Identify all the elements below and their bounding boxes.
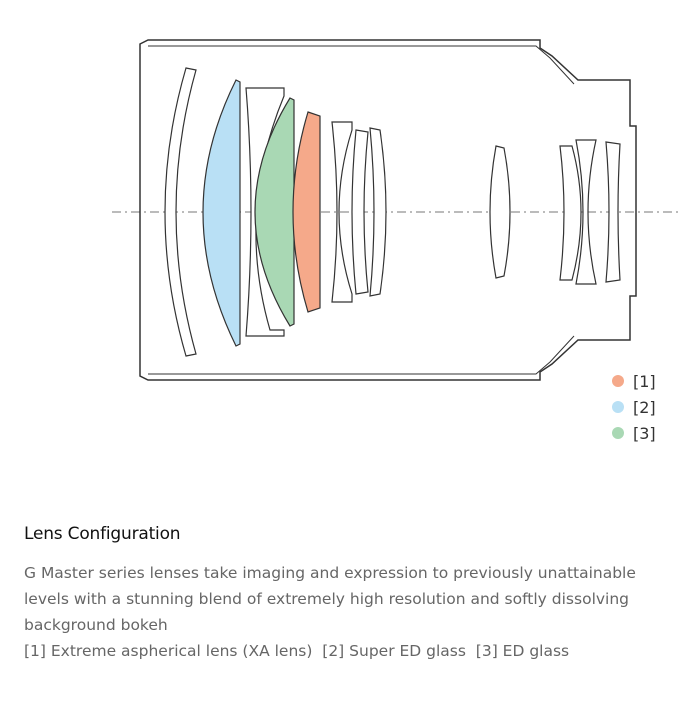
lens-element-rear-b [575,139,597,285]
lens-element-floating [489,145,511,279]
caption-section: Lens Configuration G Master series lense… [24,524,684,664]
lens-barrel-outline [139,39,637,381]
section-title: Lens Configuration [24,524,181,544]
diagram-legend: [1] [2] [3] [612,368,656,446]
legend-item-super-ed-glass: [2] [612,394,656,420]
lens-element-ed [254,97,295,327]
barrel-inner-line-bottom [148,335,575,375]
lens-element-front [164,67,197,357]
legend-swatch [612,427,624,439]
lens-element-super-ed [202,79,241,347]
lens-configuration-diagram [112,39,682,381]
lens-element-cluster-b [351,129,369,295]
lens-element-rear-c [605,141,621,283]
legend-item-ed-glass: [3] [612,420,656,446]
legend-description: [1] Extreme aspherical lens (XA lens) [2… [24,642,570,660]
legend-swatch [612,401,624,413]
lens-element-cluster-a [331,121,353,303]
legend-label: [2] [633,397,656,417]
section-description: G Master series lenses take imaging and … [24,564,636,634]
legend-swatch [612,375,624,387]
barrel-inner-line-top [148,45,575,85]
legend-label: [1] [633,371,656,391]
legend-item-xa-lens: [1] [612,368,656,394]
lens-element-rear-a [559,145,582,281]
lens-element-cluster-c [369,127,387,297]
lens-element-xa [292,111,321,313]
legend-label: [3] [633,423,656,443]
